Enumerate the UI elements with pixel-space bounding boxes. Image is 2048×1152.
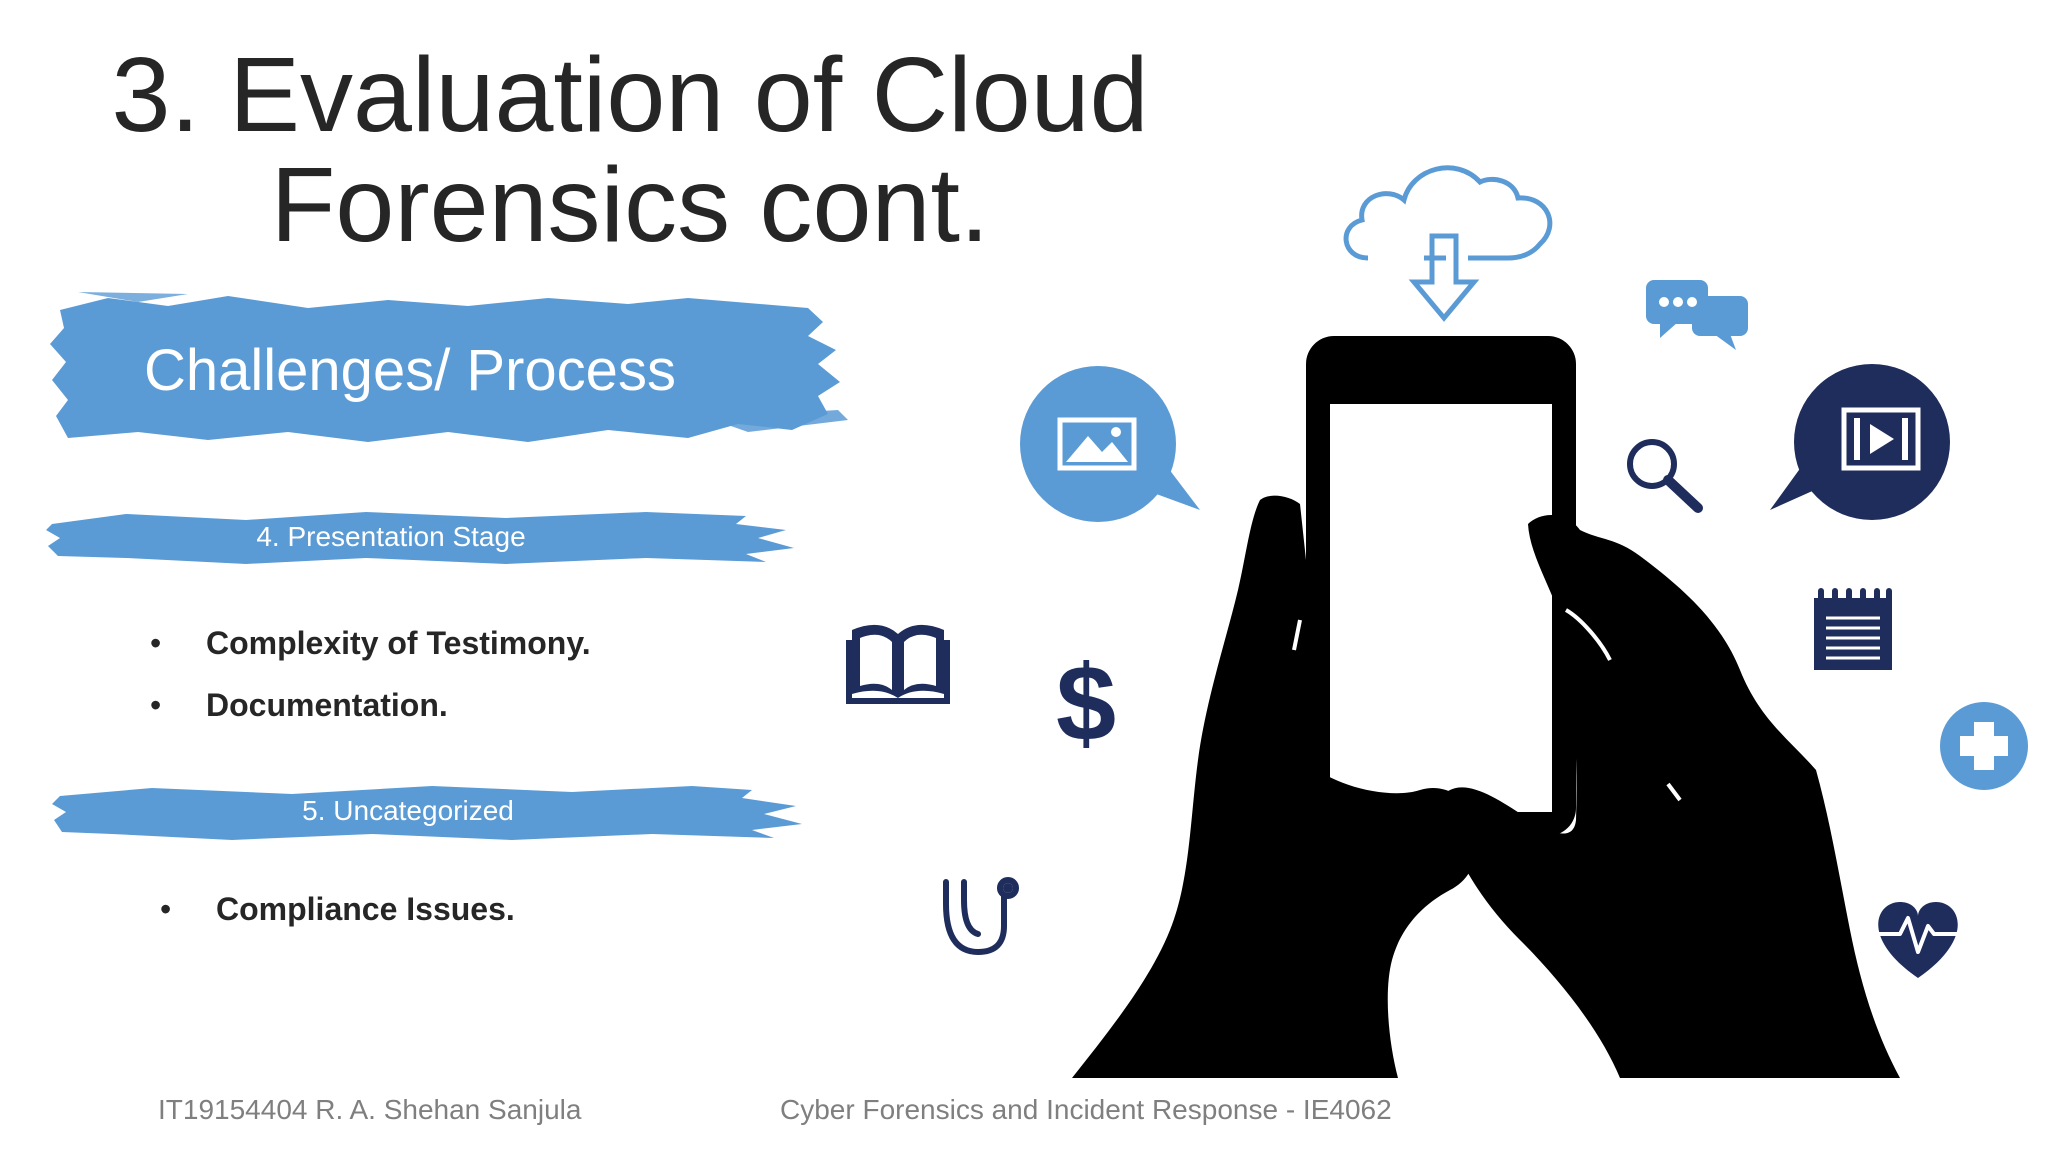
title-line-2: Forensics cont. — [270, 146, 990, 264]
heart-pulse-icon — [1878, 902, 1958, 978]
bullet-documentation: Documentation. — [150, 674, 591, 736]
stethoscope-icon — [943, 877, 1019, 956]
cloud-download-icon — [1343, 165, 1553, 322]
title-line-1: 3. Evaluation of Cloud — [111, 36, 1149, 154]
footer-author: IT19154404 R. A. Shehan Sanjula — [158, 1094, 582, 1125]
magnifier-icon — [1627, 439, 1703, 513]
video-bubble-icon — [1770, 364, 1950, 520]
bullet-complexity-testimony: Complexity of Testimony. — [150, 612, 591, 674]
challenges-banner: Challenges/ Process — [48, 292, 848, 452]
right-hand-silhouette — [1438, 514, 1900, 1078]
right-hand-highlight-1 — [1564, 608, 1612, 661]
brush-stroke-stage5 — [52, 786, 802, 840]
image-bubble-icon — [1020, 366, 1200, 522]
bullet-compliance-issues: Compliance Issues. — [160, 878, 515, 940]
stage5-banner: 5. Uncategorized — [52, 778, 804, 844]
stage4-bullet-list: Complexity of Testimony. Documentation. — [150, 612, 591, 736]
brush-stroke — [50, 292, 848, 442]
stage5-label: 5. Uncategorized — [302, 795, 514, 826]
chat-bubbles-icon — [1646, 280, 1748, 350]
hands-phone-illustration: $ — [846, 165, 2028, 1079]
open-book-icon — [846, 624, 950, 704]
challenges-banner-label: Challenges/ Process — [144, 337, 676, 403]
phone-silhouette — [1306, 336, 1576, 836]
footer-course: Cyber Forensics and Incident Response - … — [780, 1094, 1392, 1125]
stage4-banner: 4. Presentation Stage — [46, 506, 796, 568]
left-hand-silhouette — [1072, 495, 1477, 1079]
stage5-bullet-list: Compliance Issues. — [160, 878, 515, 940]
notepad-icon — [1814, 588, 1892, 670]
left-hand-highlight — [1292, 619, 1302, 651]
right-hand-highlight-2 — [1666, 782, 1682, 802]
plus-circle-icon — [1940, 702, 2028, 790]
stage4-label: 4. Presentation Stage — [256, 521, 526, 552]
dollar-icon: $ — [1056, 642, 1116, 763]
brush-stroke-stage4 — [46, 512, 794, 564]
slide-title: 3. Evaluation of Cloud Forensics cont. — [100, 40, 1160, 260]
